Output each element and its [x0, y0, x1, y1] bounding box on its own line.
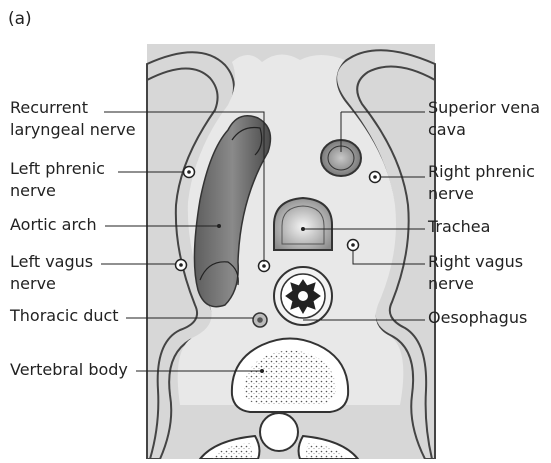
label-right-vagus-nerve: Right vagus nerve [428, 251, 523, 295]
right-vagus-nerve-center [351, 243, 355, 247]
label-superior-vena-cava: Superior vena cava [428, 97, 540, 141]
label-right-phrenic-nerve: Right phrenic nerve [428, 161, 535, 205]
marker-aortic-arch [217, 224, 221, 228]
left-vagus-nerve-center [179, 263, 183, 267]
thoracic-duct-lumen [257, 317, 263, 323]
spinal-canal [260, 413, 298, 451]
label-vertebral-body: Vertebral body [10, 359, 128, 381]
label-trachea: Trachea [428, 216, 490, 238]
label-left-phrenic-nerve: Left phrenic nerve [10, 158, 105, 202]
marker-vertebral-body [260, 369, 264, 373]
marker-trachea [301, 227, 305, 231]
recurrent-laryngeal-nerve-center [262, 264, 266, 268]
oesophagus-lumen [298, 291, 308, 301]
label-thoracic-duct: Thoracic duct [10, 305, 119, 327]
label-oesophagus: Oesophagus [428, 307, 527, 329]
panel-label: (a) [8, 8, 32, 30]
label-aortic-arch: Aortic arch [10, 214, 97, 236]
label-left-vagus-nerve: Left vagus nerve [10, 251, 93, 295]
right-phrenic-nerve-center [373, 175, 377, 179]
label-recurrent-laryngeal-nerve: Recurrent laryngeal nerve [10, 97, 136, 141]
left-phrenic-nerve-center [187, 170, 191, 174]
